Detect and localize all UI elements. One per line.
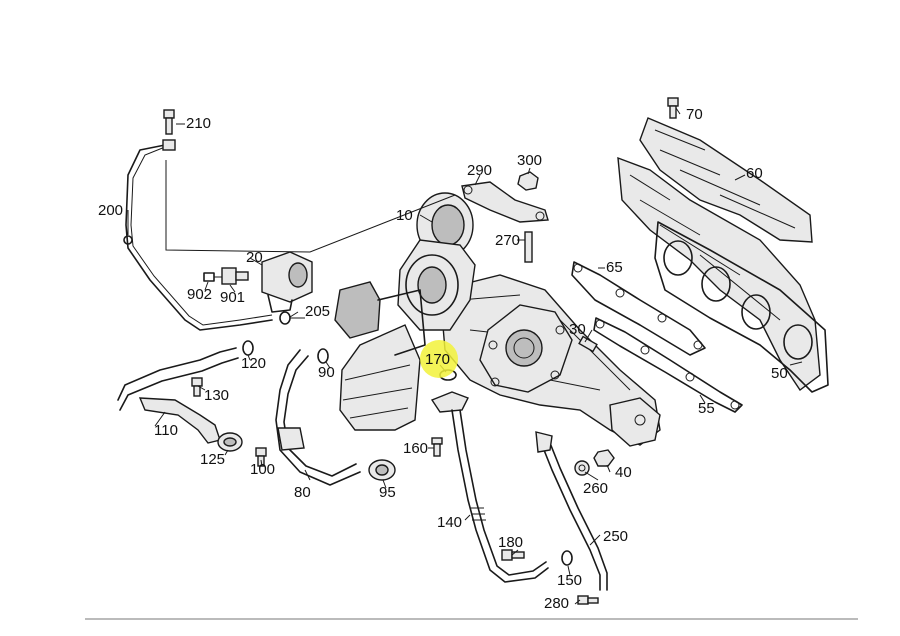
label-80[interactable]: 80 — [294, 484, 311, 501]
label-30[interactable]: 30 — [569, 321, 586, 338]
label-150[interactable]: 150 — [557, 572, 582, 589]
exhaust-gasket-50[interactable] — [654, 221, 829, 393]
bracket-65[interactable] — [571, 261, 706, 356]
coolant-hose-110[interactable] — [117, 347, 239, 444]
stud-270[interactable] — [524, 231, 533, 263]
label-300[interactable]: 300 — [517, 152, 542, 169]
label-90[interactable]: 90 — [318, 364, 335, 381]
bolt-70[interactable] — [667, 97, 679, 119]
label-270[interactable]: 270 — [495, 232, 520, 249]
plug-902[interactable] — [203, 272, 215, 282]
label-110[interactable]: 110 — [154, 422, 178, 439]
washer-260[interactable] — [574, 460, 590, 476]
label-130[interactable]: 130 — [204, 387, 229, 404]
label-70[interactable]: 70 — [686, 106, 703, 123]
nut-300[interactable] — [517, 171, 539, 191]
label-60[interactable]: 60 — [746, 165, 763, 182]
seal-205[interactable] — [279, 311, 305, 325]
oil-return-line-140[interactable] — [430, 391, 549, 583]
label-902[interactable]: 902 — [187, 286, 212, 303]
label-55[interactable]: 55 — [698, 400, 715, 417]
label-280[interactable]: 280 — [544, 595, 569, 612]
diverter-valve-20[interactable] — [261, 251, 313, 313]
label-120[interactable]: 120 — [241, 355, 266, 372]
bolt-130[interactable] — [191, 377, 203, 397]
label-40[interactable]: 40 — [615, 464, 632, 481]
label-160[interactable]: 160 — [403, 440, 428, 457]
label-901[interactable]: 901 — [220, 289, 245, 306]
label-170[interactable]: 170 — [425, 351, 450, 368]
hose-clamp-95[interactable] — [368, 459, 396, 481]
label-125[interactable]: 125 — [200, 451, 225, 468]
part-labels: 210 200 10 20 902 901 205 290 300 270 70… — [98, 106, 788, 612]
label-200[interactable]: 200 — [98, 202, 123, 219]
label-210[interactable]: 210 — [186, 115, 211, 132]
turbocharger-10[interactable] — [334, 192, 661, 447]
nut-40[interactable] — [593, 449, 615, 467]
highlight-170 — [420, 340, 458, 378]
bolt-210[interactable] — [162, 109, 176, 151]
seal-150[interactable] — [561, 550, 573, 566]
connector-901[interactable] — [221, 267, 249, 285]
seal-90[interactable] — [317, 348, 329, 364]
heat-shield-60[interactable] — [617, 117, 821, 392]
label-180[interactable]: 180 — [498, 534, 523, 551]
oil-line-200[interactable] — [123, 144, 273, 331]
label-100[interactable]: 100 — [250, 461, 275, 478]
label-140[interactable]: 140 — [437, 514, 462, 531]
stud-30[interactable] — [578, 335, 598, 353]
label-95[interactable]: 95 — [379, 484, 396, 501]
label-205[interactable]: 205 — [305, 303, 330, 320]
oil-feed-pipe-250[interactable] — [535, 431, 608, 591]
label-50[interactable]: 50 — [771, 365, 788, 382]
hose-clamp-125[interactable] — [217, 432, 243, 452]
label-290[interactable]: 290 — [467, 162, 492, 179]
bracket-290[interactable] — [461, 181, 549, 223]
label-250[interactable]: 250 — [603, 528, 628, 545]
bolt-280[interactable] — [577, 595, 599, 605]
bolt-160[interactable] — [431, 437, 443, 457]
bolt-180[interactable] — [501, 549, 525, 561]
label-20[interactable]: 20 — [246, 249, 263, 266]
seal-120[interactable] — [242, 340, 254, 356]
coolant-pipe-80[interactable] — [275, 349, 361, 486]
label-260[interactable]: 260 — [583, 480, 608, 497]
label-65[interactable]: 65 — [606, 259, 623, 276]
bracket-55[interactable] — [593, 317, 743, 413]
label-10[interactable]: 10 — [396, 207, 413, 224]
